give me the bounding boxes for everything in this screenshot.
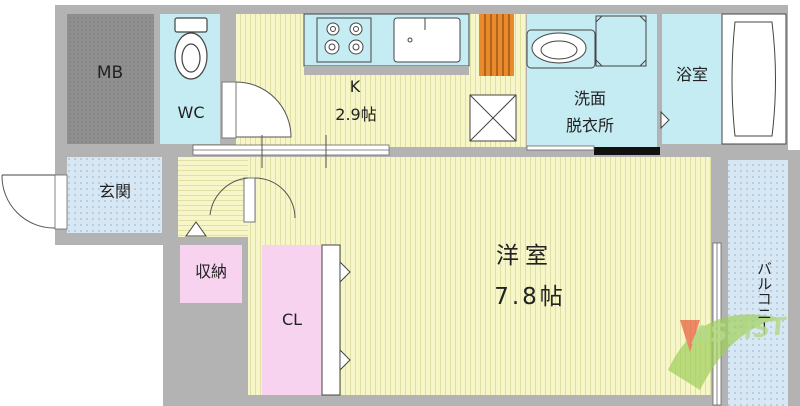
entrance-door-swing [1,174,56,229]
mb-label: MB [96,63,124,83]
entrance-label: 玄関 [98,182,131,201]
kitchen-area: 2.9帖 [335,105,377,124]
fridge-space [479,14,514,76]
closet-room [262,245,322,395]
assist-logo [668,314,780,390]
washroom-label-line2: 脱衣所 [565,116,614,135]
washing-machine-area [595,15,647,67]
sink-icon [393,17,461,63]
guide-lines [261,135,327,168]
entrance-door [54,174,68,230]
storage-door-arrow-icon [185,221,207,237]
bath-label: 浴室 [675,65,708,84]
washer-pan-icon [469,94,517,142]
door-swings [209,81,296,223]
washroom-door [594,147,660,155]
washbasin-icon [526,29,596,69]
wc-label: WC [177,103,205,122]
entrance-room [67,157,162,233]
balcony-label: バルコニー [755,260,773,336]
balcony [728,160,788,406]
closet-label: CL [281,310,303,329]
washroom-label-line1: 洗面 [573,89,606,108]
mb-room [67,14,154,144]
storage-label: 収納 [194,262,227,281]
kitchen-label: K [349,77,361,96]
bathtub-icon [721,13,787,145]
sliding-door-rails [192,144,595,156]
western-label: 洋室 [496,243,554,269]
stove-icon [316,17,372,63]
bath-door-arrow-icon [660,110,670,130]
storage-room [180,245,242,303]
western-area: 7.8帖 [494,284,566,310]
hallway [178,157,248,237]
western-room-top [248,157,711,237]
closet-door-icons [321,244,351,396]
toilet-icon [174,17,208,80]
